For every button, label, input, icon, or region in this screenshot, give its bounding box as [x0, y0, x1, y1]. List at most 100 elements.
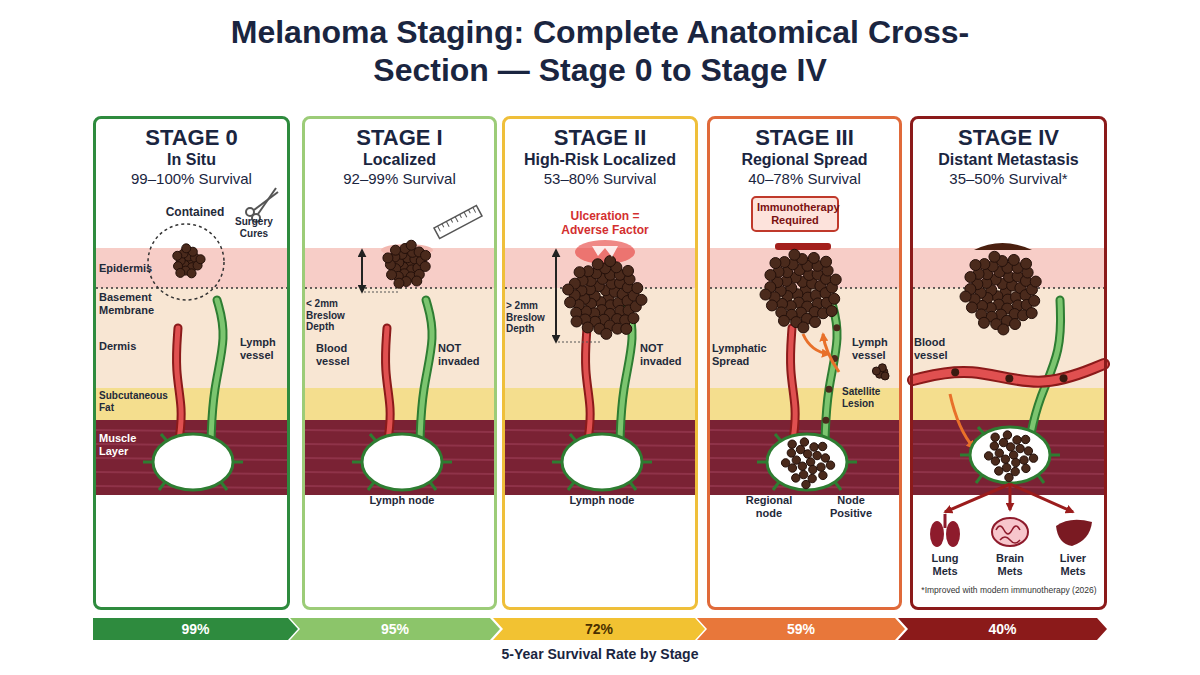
metastasis-arrow [945, 484, 1010, 512]
muscle-layer [305, 420, 494, 495]
callout-box: Immunotherapy Required [751, 196, 839, 232]
tumor-cell [1024, 447, 1032, 455]
stage-number: STAGE III [710, 125, 899, 150]
containment-circle [148, 224, 224, 300]
survival-percent: 59% [697, 618, 905, 640]
node-stub [430, 482, 436, 490]
tumor-cell [1008, 254, 1019, 265]
fat-layer [96, 388, 287, 420]
fat-layer [505, 388, 695, 420]
anatomy-label: Liver Mets [1048, 552, 1098, 577]
anatomy-label: Ulceration = Adverse Factor [555, 210, 655, 238]
stage-name: Distant Metastasis [913, 150, 1104, 170]
node-stub [835, 482, 841, 490]
title: Melanoma Staging: Complete Anatomical Cr… [230, 14, 970, 90]
lymph-node [767, 434, 847, 490]
survival-percent: 99% [93, 618, 298, 640]
tumor-cell [621, 323, 632, 334]
tumor-cell [808, 252, 819, 263]
depth-guide [558, 342, 600, 343]
tumor-cell [1012, 458, 1020, 466]
tumor-cell [819, 471, 827, 479]
tumor-cell [1030, 276, 1041, 287]
survival-chevron: 40% [898, 618, 1107, 640]
blood-vessel [386, 328, 391, 440]
survival-chevron: 59% [697, 618, 905, 640]
ulcer-crater [592, 246, 618, 257]
tumor-cell [787, 449, 795, 457]
anatomy-label: Regional node [738, 494, 800, 519]
tumor-cell [412, 276, 422, 286]
muscle-fiber [305, 430, 494, 432]
stage-number: STAGE 0 [96, 125, 287, 150]
tumor-cell [990, 442, 998, 450]
ruler-tick [464, 212, 467, 217]
blood-vessel-lumen [913, 364, 1104, 382]
stage-number: STAGE IV [913, 125, 1104, 150]
tumor-cell [821, 256, 832, 267]
anatomy-label: Basement Membrane [99, 291, 179, 316]
fat-layer [913, 388, 1104, 420]
anatomy-label: Lymphatic Spread [712, 342, 776, 367]
epidermis-layer [96, 248, 287, 288]
breslow-arrow [555, 250, 557, 342]
tumor-cell [623, 265, 634, 276]
stage-illustration [913, 243, 1104, 547]
tumor-cell [978, 317, 989, 328]
survival-chevron: 95% [290, 618, 500, 640]
stage-number: STAGE I [305, 125, 494, 150]
tumor-cell [187, 269, 196, 278]
tumor-cell [1005, 473, 1013, 481]
tumor-cell [813, 451, 821, 459]
dermis-layer [913, 288, 1104, 388]
lymph-vessel-lumen [1030, 300, 1061, 438]
depth-guide [364, 292, 398, 293]
lymph-vessel [211, 300, 223, 440]
lymph-vessel-lumen [211, 300, 223, 440]
tumor-cell [770, 258, 781, 269]
tumor-cell [1022, 464, 1030, 472]
ruler-tick [451, 219, 453, 223]
anatomy-label: Lymph vessel [240, 336, 286, 361]
muscle-layer [96, 420, 287, 495]
node-stub [976, 475, 982, 483]
tumor-cell [765, 270, 776, 281]
tumor-cell [798, 322, 809, 333]
anatomy-label: Dermis [99, 340, 159, 353]
tumor-cell [1020, 456, 1028, 464]
tumor-cell [406, 240, 416, 250]
lymph-node [562, 434, 642, 490]
stage-name: Regional Spread [710, 150, 899, 170]
tumor-cell [966, 302, 977, 313]
anatomy-label: Contained [160, 206, 230, 220]
ruler-tick [446, 221, 449, 226]
stage-name: High-Risk Localized [505, 150, 695, 170]
stage-number: STAGE II [505, 125, 695, 150]
anatomy-label: Surgery Cures [222, 216, 286, 239]
tumor-cell [810, 317, 821, 328]
ruler-tick [473, 207, 476, 212]
tumor-cell [565, 297, 576, 308]
tumor-cell [383, 253, 393, 263]
dermis-layer [96, 288, 287, 388]
metastasis-arrow [1010, 484, 1073, 512]
muscle-layer [505, 420, 695, 495]
epidermis-layer [913, 248, 1104, 288]
stage-illustration [505, 240, 695, 495]
tumor-cell [1009, 451, 1017, 459]
survival-range: 35–50% Survival* [913, 170, 1104, 189]
tumor-cell [802, 480, 810, 488]
tumor-cell [984, 452, 992, 460]
survival-chevron: 72% [493, 618, 705, 640]
blood-vessel [913, 364, 1104, 382]
tumor-cell [582, 322, 593, 333]
tumor-cell [809, 465, 817, 473]
chevron-fill [290, 618, 500, 640]
survival-range: 53–80% Survival [505, 170, 695, 189]
caption: 5-Year Survival Rate by Stage [0, 646, 1200, 662]
tumor-cell [196, 255, 205, 264]
stage-illustration [96, 188, 287, 495]
metastasis-arrow [1009, 484, 1012, 510]
tumor-cell [821, 454, 829, 462]
anatomy-label: Blood vessel [914, 336, 966, 361]
